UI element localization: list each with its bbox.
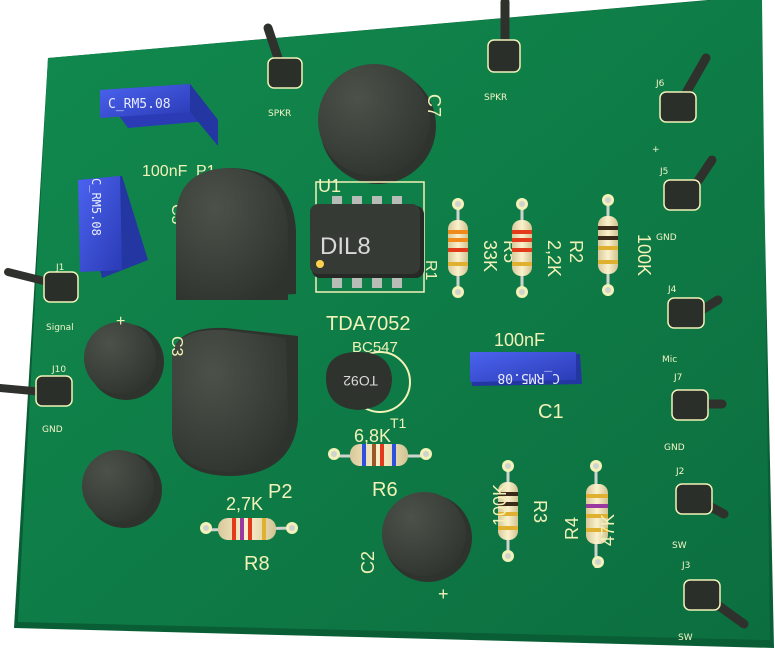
header-j1	[4, 268, 79, 303]
capacitor-c5-body	[176, 168, 296, 300]
resistor-r3	[498, 460, 518, 562]
header-j5	[663, 155, 717, 211]
label-gnd-left: GND	[42, 425, 63, 435]
resistor-r2	[512, 198, 532, 298]
resistor-r1	[598, 194, 618, 296]
label-r2: R2	[566, 240, 586, 263]
resistor-r8	[200, 518, 298, 540]
header-j2	[675, 483, 729, 519]
label-j1: J1	[55, 263, 64, 273]
label-100nf-p1: 100nF	[142, 163, 188, 180]
ic-u1	[310, 181, 425, 293]
capacitor-rm5-left	[78, 176, 148, 278]
header-j6	[659, 53, 711, 123]
label-r3: R3	[530, 500, 550, 523]
label-c2: C2	[358, 551, 378, 574]
label-gnd-right-top: GND	[656, 233, 677, 243]
capacitor-c7	[318, 64, 436, 184]
label-dil8: DIL8	[320, 233, 371, 260]
capacitor-c1	[470, 352, 582, 386]
label-p2: P2	[268, 481, 292, 503]
resistor-r4	[586, 460, 608, 568]
label-c-rm5-right: C_RM5.08	[497, 370, 560, 385]
label-t1: T1	[390, 415, 407, 431]
label-plus-left: +	[116, 313, 125, 330]
label-j5: J5	[659, 167, 668, 177]
header-spkr-right	[487, 0, 521, 73]
label-j7: J7	[673, 373, 682, 383]
label-r4-value: 47K	[598, 514, 618, 546]
label-r4: R4	[562, 517, 582, 540]
capacitor-round-lower-left	[82, 450, 162, 528]
header-spkr-left	[263, 23, 303, 89]
label-r1-value: 100K	[634, 234, 654, 276]
label-r5-value: 33K	[480, 240, 500, 272]
label-mic: Mic	[662, 355, 677, 365]
label-c3: C3	[168, 336, 185, 357]
transistor-t1	[326, 351, 411, 413]
label-r6-value: 6,8K	[354, 426, 391, 446]
label-j3: J3	[681, 561, 690, 571]
pcb-board	[14, 0, 774, 648]
label-j2: J2	[675, 467, 684, 477]
header-j10	[0, 375, 73, 407]
label-r6: R6	[372, 479, 398, 501]
label-r1: R1	[422, 260, 439, 281]
label-c-rm5-left: C_RM5.08	[89, 178, 103, 236]
label-j6: J6	[655, 79, 665, 89]
label-plus-bottom: +	[438, 584, 449, 604]
resistor-r6	[328, 444, 432, 466]
label-sw-2: SW	[678, 633, 693, 643]
label-plus-small: +	[652, 145, 660, 155]
capacitor-rm5-top	[100, 84, 218, 146]
label-gnd-right: GND	[664, 443, 685, 453]
label-c1: C1	[538, 401, 564, 423]
label-to92: TO92	[343, 373, 378, 389]
label-j10: J10	[51, 365, 66, 375]
label-tda7052: TDA7052	[326, 313, 411, 335]
label-signal: Signal	[46, 323, 74, 333]
label-c-rm5-top: C_RM5.08	[108, 97, 171, 112]
label-c1-value: 100nF	[494, 330, 545, 350]
label-u1: U1	[318, 176, 341, 196]
header-j7	[671, 389, 727, 421]
label-spkr-right: SPKR	[484, 93, 507, 103]
capacitor-c2	[382, 492, 472, 582]
header-j3	[683, 579, 749, 629]
label-j4: J4	[667, 285, 677, 295]
capacitor-round-upper-left	[84, 322, 164, 400]
capacitor-c3-body	[172, 327, 298, 476]
label-sw-1: SW	[672, 541, 687, 551]
label-r8: R8	[244, 553, 270, 575]
header-j4	[667, 295, 723, 329]
label-spkr-left: SPKR	[268, 109, 291, 119]
label-r8-value: 2,7K	[226, 494, 263, 514]
label-c7: C7	[424, 94, 444, 117]
resistor-r5	[448, 198, 468, 298]
label-r2-value: 2,2K	[544, 240, 564, 277]
label-r3-value: 100K	[490, 484, 510, 526]
